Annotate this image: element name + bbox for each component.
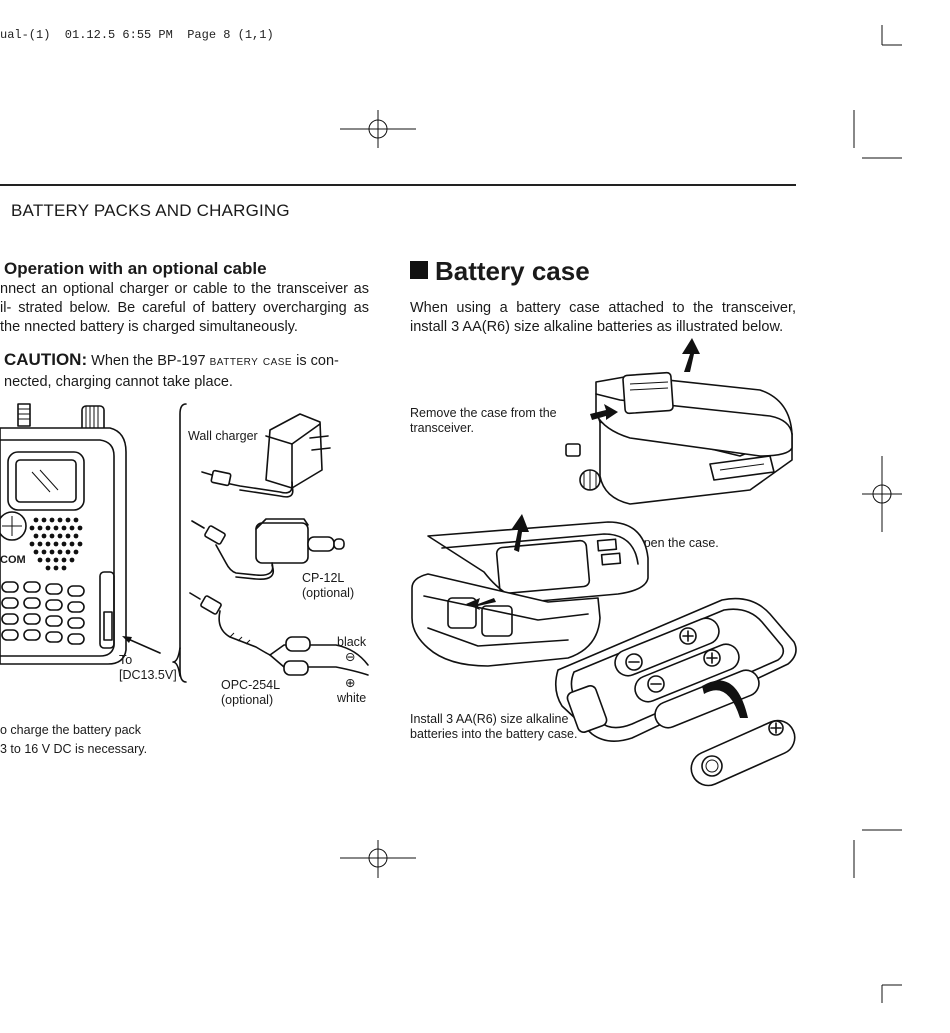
transceiver-illustration — [0, 403, 127, 665]
cp12l-optional: (optional) — [302, 586, 355, 600]
caution-text-2: is con- nected, charging cannot take pla… — [4, 353, 339, 390]
caution-text-1: When the BP-197 — [91, 353, 206, 369]
wall-charger-illustration — [201, 413, 331, 498]
black-wire-label: black — [337, 635, 367, 649]
opc254l-illustration — [189, 592, 369, 676]
caution-label: CAUTION: — [4, 350, 88, 369]
white-wire-label: white — [337, 691, 367, 705]
charging-note: o charge the battery pack 3 to 16 V DC i… — [0, 721, 147, 759]
caption-install-batteries: Install 3 AA(R6) size alkaline batteries… — [410, 712, 578, 741]
battery-case-paragraph: When using a battery case attached to th… — [410, 300, 796, 335]
remove-case-illustration — [565, 338, 793, 505]
battery-case-title: Battery case — [410, 256, 590, 287]
install-batteries-illustration — [554, 597, 797, 787]
bracket — [172, 403, 187, 683]
print-header: ual-(1) 01.12.5 6:55 PM Page 8 (1,1) — [0, 28, 274, 42]
wall-charger-label: Wall charger — [188, 429, 258, 443]
charging-note-line-2: 3 to 16 V DC is necessary. — [0, 742, 148, 756]
section-heading: BATTERY PACKS AND CHARGING — [11, 201, 290, 220]
plus-symbol: ⊕ — [345, 676, 356, 690]
dc-jack-arrow — [122, 636, 161, 654]
caution-note: CAUTION: When the BP-197 battery case is… — [4, 349, 369, 393]
caption-remove-case: Remove the case from the transceiver. — [410, 406, 557, 435]
caption-open-case: Open the case. — [634, 536, 719, 550]
cp12l-label: CP-12L — [302, 571, 345, 585]
cp12l-illustration — [191, 518, 345, 581]
minus-symbol: ⊖ — [345, 650, 356, 664]
square-bullet-icon — [410, 261, 428, 279]
header-rule — [0, 184, 796, 186]
charging-note-line-1: o charge the battery pack — [0, 723, 142, 737]
battery-case-title-text: Battery case — [435, 256, 590, 286]
optional-cable-paragraph: nnect an optional charger or cable to th… — [0, 281, 369, 335]
opc254l-optional: (optional) — [221, 693, 274, 707]
opc254l-label: OPC-254L — [221, 678, 281, 692]
caution-smallcaps: battery case — [209, 353, 293, 369]
dc-jack-label: [DC13.5V] — [119, 668, 177, 682]
open-case-illustration — [411, 514, 649, 667]
subheading-optional-cable: Operation with an optional cable — [4, 259, 267, 278]
to-label: To — [119, 653, 133, 667]
brand-logo-text: COM — [0, 554, 26, 566]
